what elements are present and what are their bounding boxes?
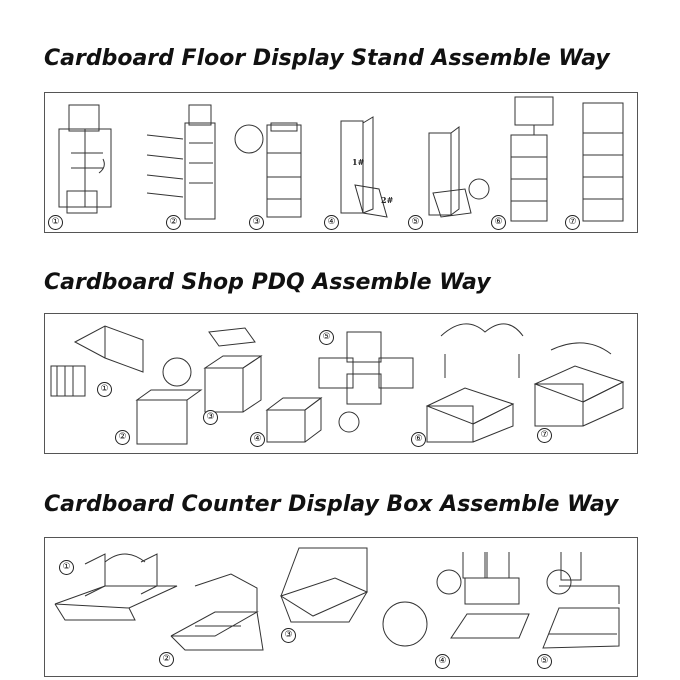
pdq-step-7-figure (533, 342, 625, 427)
section-title-shop-pdq: Cardboard Shop PDQ Assemble Way (44, 270, 491, 295)
counter-step-1-figure (54, 553, 178, 621)
pdq-step-5-figure (318, 331, 414, 405)
pdq-step-4-figure (265, 397, 360, 443)
floor-step-1-number: ① (48, 215, 63, 230)
floor-step-4-figure (340, 116, 388, 218)
counter-step-2-figure (170, 573, 264, 651)
floor-step-7-figure (582, 102, 624, 222)
counter-step-5-figure (542, 552, 620, 649)
pdq-step-3-number: ③ (203, 410, 218, 425)
counter-display-illustration (54, 547, 620, 651)
counter-step-2-number: ② (159, 652, 174, 667)
counter-display-steps-panel: ① ② ③ ④ ⑤ (44, 537, 638, 677)
part-label-2: 2# (381, 195, 394, 205)
counter-step-1-number: ① (59, 560, 74, 575)
floor-step-2-number: ② (166, 215, 181, 230)
pdq-step-4-number: ④ (250, 432, 265, 447)
counter-step-4-number: ④ (435, 654, 450, 669)
pdq-step-5-number: ⑤ (319, 330, 334, 345)
pdq-step-3-figure (203, 327, 263, 413)
pdq-step-7-number: ⑦ (537, 428, 552, 443)
floor-step-6-number: ⑥ (491, 215, 506, 230)
pdq-step-6-figure (425, 323, 524, 443)
part-label-1: 1# (352, 157, 365, 167)
floor-step-3-number: ③ (249, 215, 264, 230)
floor-step-3-figure (234, 122, 302, 218)
counter-step-4-figure (382, 552, 530, 647)
counter-step-5-number: ⑤ (537, 654, 552, 669)
pdq-step-1-number: ① (97, 382, 112, 397)
floor-step-2-figure (146, 104, 216, 220)
floor-step-7-number: ⑦ (565, 215, 580, 230)
floor-step-6-figure (510, 96, 554, 222)
pdq-step-1-figure (50, 325, 144, 397)
floor-display-illustration (58, 96, 624, 222)
section-title-counter-display: Cardboard Counter Display Box Assemble W… (44, 492, 619, 517)
counter-step-3-figure (279, 547, 369, 623)
floor-display-steps-panel: 1# 2# ① ② ③ ④ ⑤ ⑥ ⑦ (44, 92, 638, 233)
shop-pdq-illustration (50, 323, 625, 445)
shop-pdq-steps-panel: ① ② ③ ④ ⑤ ⑥ ⑦ (44, 313, 638, 454)
pdq-step-6-number: ⑥ (411, 432, 426, 447)
floor-step-5-number: ⑤ (408, 215, 423, 230)
floor-step-4-number: ④ (324, 215, 339, 230)
pdq-step-2-number: ② (115, 430, 130, 445)
floor-step-5-figure (428, 126, 490, 218)
floor-step-1-figure (58, 104, 112, 214)
counter-step-3-number: ③ (281, 628, 296, 643)
section-title-floor-display: Cardboard Floor Display Stand Assemble W… (44, 46, 610, 71)
pdq-step-2-figure (135, 357, 203, 445)
